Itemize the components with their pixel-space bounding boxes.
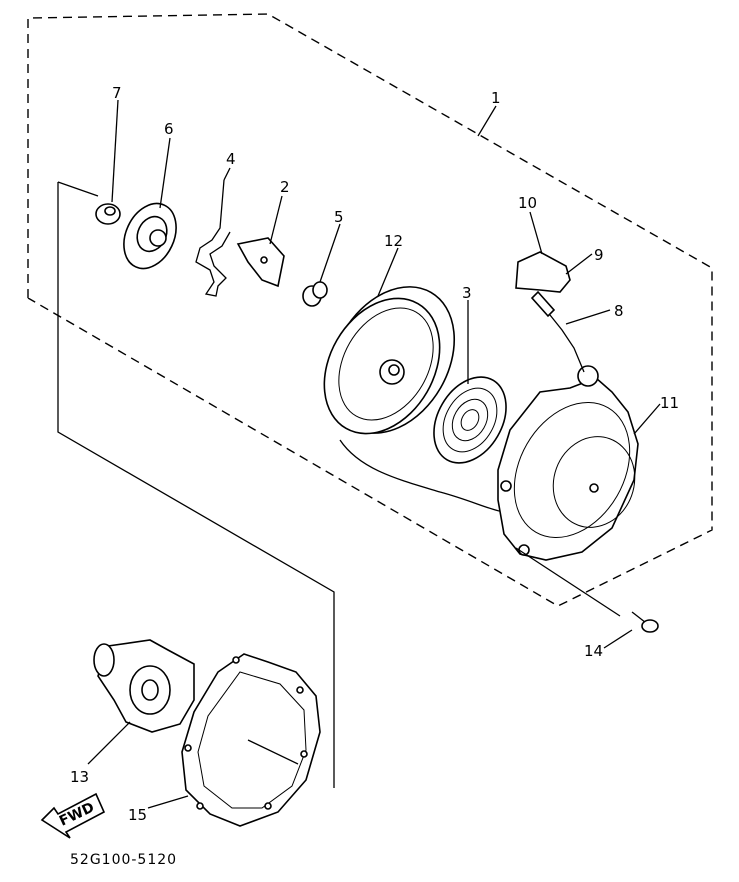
callout-5: 5 xyxy=(334,208,344,226)
callout-7: 7 xyxy=(112,84,122,102)
part-15-gasket xyxy=(181,653,321,827)
callout-2: 2 xyxy=(280,178,290,196)
mount-outline-top xyxy=(57,181,99,197)
part-13-drive-cup xyxy=(93,639,195,733)
document-code: 52G100-5120 xyxy=(70,852,177,868)
callout-9: 9 xyxy=(594,246,604,264)
part-4-spring xyxy=(195,179,231,297)
part-3-recoil-spring xyxy=(433,376,507,464)
fwd-arrow-icon: FWD xyxy=(40,792,106,839)
callout-8: 8 xyxy=(614,302,624,320)
starter-rope xyxy=(339,439,505,513)
callout-6: 6 xyxy=(164,120,174,138)
callout-10: 10 xyxy=(518,194,537,212)
part-6-plate xyxy=(123,202,177,270)
part-14-bolt xyxy=(631,611,659,633)
callouts: 1 2 3 4 5 6 7 8 9 10 11 12 13 14 15 xyxy=(70,84,679,824)
callout-1: 1 xyxy=(491,89,501,107)
callout-14: 14 xyxy=(584,642,603,660)
callout-15: 15 xyxy=(128,806,147,824)
part-8-rope xyxy=(545,309,585,373)
part-11-starter-case xyxy=(497,365,639,561)
part-2-pawl xyxy=(236,237,285,288)
callout-11: 11 xyxy=(660,394,679,412)
part-12-pulley xyxy=(323,286,456,435)
callout-3: 3 xyxy=(462,284,472,302)
part-7-nut xyxy=(95,203,121,225)
leader-lines xyxy=(87,99,661,809)
callout-12: 12 xyxy=(384,232,403,250)
part-10-handle xyxy=(515,251,571,318)
callout-13: 13 xyxy=(70,768,89,786)
callout-4: 4 xyxy=(226,150,236,168)
part-5-spring xyxy=(302,281,328,307)
mount-outline xyxy=(57,182,335,788)
